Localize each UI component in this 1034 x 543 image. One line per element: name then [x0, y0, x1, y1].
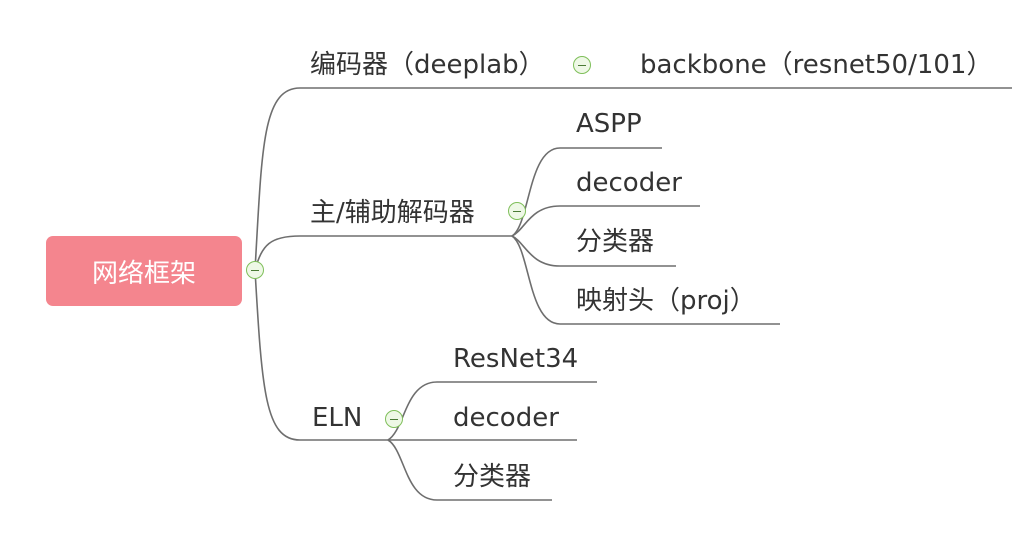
connector-root-encoder	[254, 87, 301, 271]
connector-root-eln	[254, 269, 301, 441]
minus-circle-icon[interactable]	[508, 202, 526, 220]
node-eln-decoder[interactable]: decoder	[453, 403, 559, 433]
connector-eln-classifier	[387, 439, 438, 501]
minus-circle-icon[interactable]	[573, 56, 591, 74]
node-classifier[interactable]: 分类器	[576, 227, 655, 257]
connector-decoder-decoder	[511, 205, 561, 237]
minus-circle-icon[interactable]	[385, 410, 403, 428]
node-aspp[interactable]: ASPP	[576, 109, 642, 139]
node-eln[interactable]: ELN	[312, 403, 363, 433]
node-eln-classifier[interactable]: 分类器	[453, 462, 532, 492]
minus-circle-icon[interactable]	[246, 261, 264, 279]
node-resnet34[interactable]: ResNet34	[453, 344, 579, 374]
connector-eln-resnet	[387, 381, 438, 441]
node-encoder[interactable]: 编码器（deeplab）	[310, 50, 545, 80]
connector-decoder-proj	[511, 235, 561, 325]
node-decoder-group[interactable]: 主/辅助解码器	[310, 198, 475, 228]
root-node-label: 网络框架	[91, 258, 196, 289]
connector-decoder-classifier	[511, 235, 561, 267]
connector-decoder-aspp	[511, 147, 561, 237]
root-node[interactable]: 网络框架	[46, 236, 242, 306]
node-proj[interactable]: 映射头（proj）	[576, 286, 756, 316]
node-backbone[interactable]: backbone（resnet50/101）	[640, 50, 993, 80]
node-decoder[interactable]: decoder	[576, 168, 682, 198]
